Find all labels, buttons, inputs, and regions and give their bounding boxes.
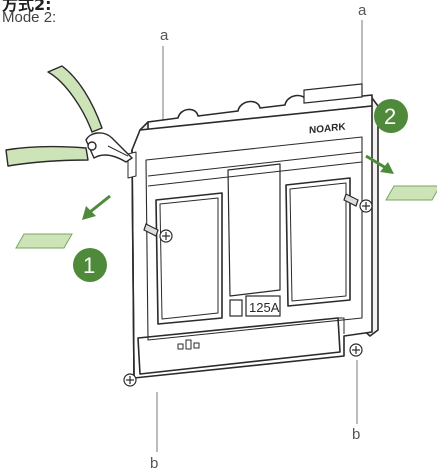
step-number-2: 2 [384,104,396,129]
step-badge-1: 1 [73,248,107,282]
step-number-1: 1 [83,253,95,278]
mode-label: Mode 2: [2,9,57,26]
label-b-left: b [150,455,159,472]
screw-icon [123,193,373,387]
heading: 方式2: [2,0,52,14]
rating-plate: 125A [229,295,281,317]
rating-text: 125A [249,300,280,315]
tape-pieces [15,185,437,249]
step-badge-2: 2 [374,99,408,133]
wire-cutter-icon [5,65,133,167]
arrow-icon [82,154,394,220]
brand-plate: NOARK [303,83,363,137]
breaker-plate [127,94,379,379]
label-a-left: a [160,27,169,44]
label-a-right: a [358,2,367,19]
brand-text: NOARK [309,122,346,137]
label-b-right: b [352,426,361,443]
